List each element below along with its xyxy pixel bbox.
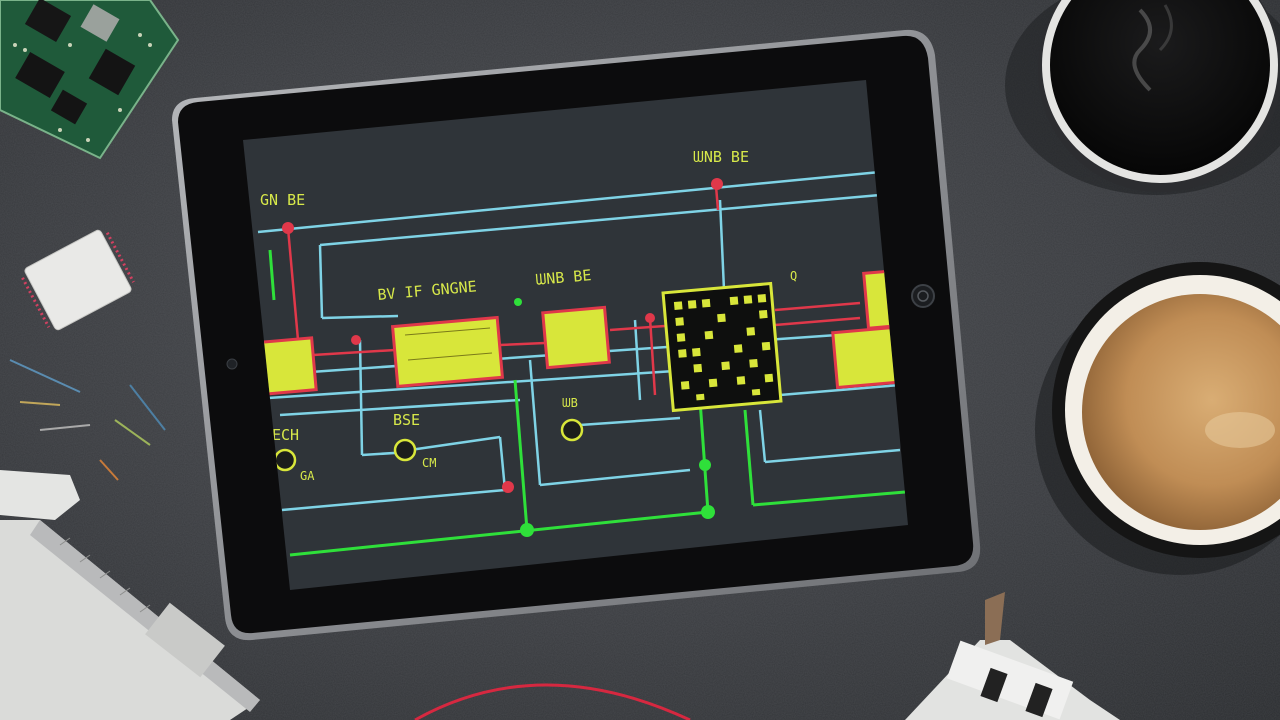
- pcb-board: [0, 0, 180, 160]
- schematic-label: ᗯNB BE: [535, 266, 592, 289]
- schematic-label: GA: [300, 469, 315, 483]
- schematic-label: GN BE: [260, 191, 305, 209]
- camera-dot-icon: [226, 358, 238, 370]
- schematic-label: ᗯB: [562, 396, 578, 410]
- schematic-label: ECH: [272, 426, 299, 444]
- latte-cup: [1035, 262, 1280, 575]
- component-u2: [390, 315, 505, 389]
- component-mcu: [661, 281, 783, 413]
- component-u3: [541, 305, 611, 370]
- schematic-label: Q: [790, 269, 797, 283]
- ic-chip-white: [21, 229, 135, 331]
- capacitor-1: [273, 448, 297, 472]
- schematic: ᗯNB BE GN BE BV IF GNGNE ᗯNB BE ECH GA B…: [257, 148, 906, 557]
- home-button-icon[interactable]: [911, 284, 935, 308]
- caliper-right: [905, 592, 1120, 720]
- capacitor-2: [393, 438, 417, 462]
- resistors-scatter: [9, 359, 166, 481]
- schematic-label: CM: [422, 456, 436, 470]
- schematic-label: BSE: [393, 411, 420, 429]
- red-cable: [414, 683, 691, 720]
- capacitor-3: [560, 418, 584, 442]
- schematic-label: ᗯNB BE: [693, 148, 749, 166]
- black-coffee-cup: [1005, 0, 1280, 195]
- caliper-left: [0, 470, 260, 720]
